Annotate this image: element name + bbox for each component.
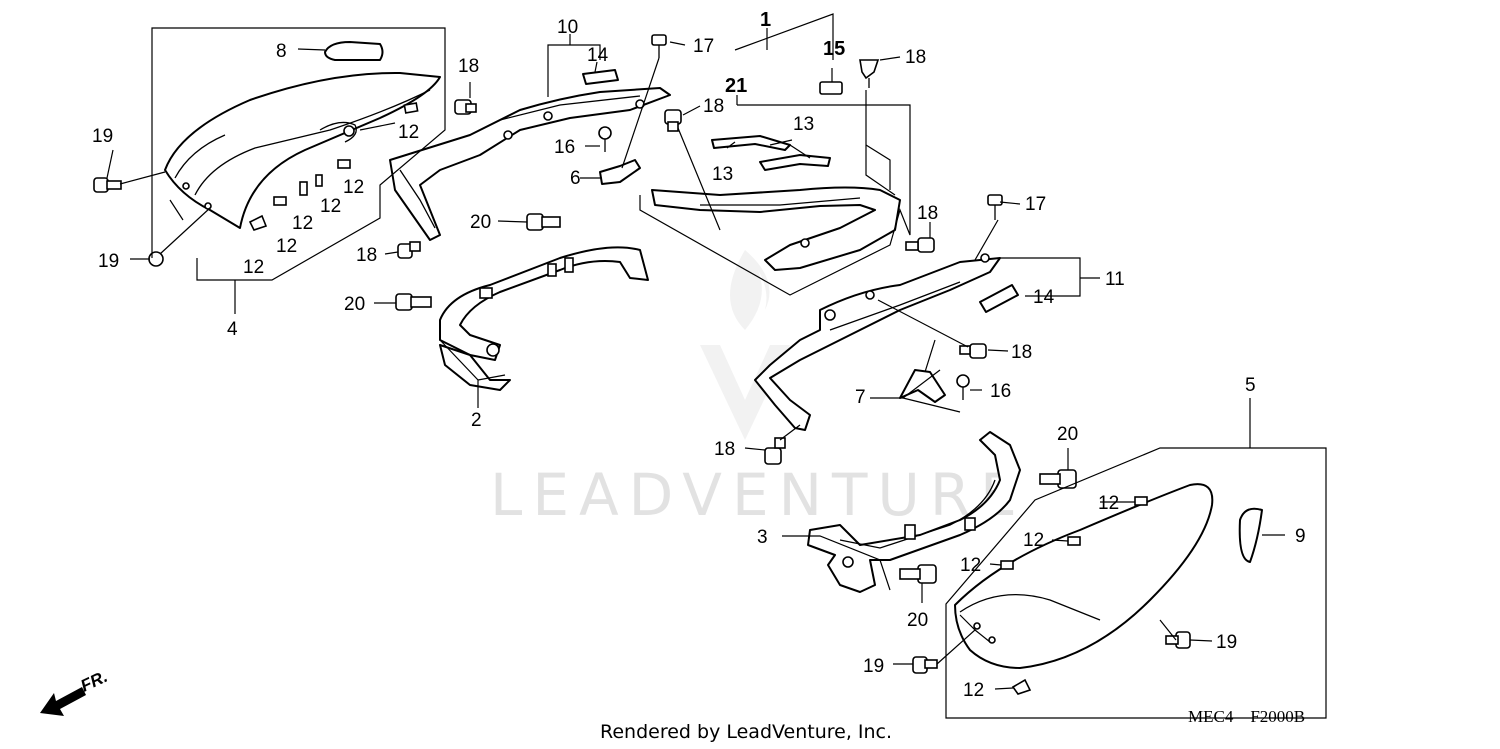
front-arrow-icon	[40, 687, 86, 716]
callout-labels: 8 18 12 19 12 12 12 12 12 19 4 10 14 17 …	[92, 9, 1306, 701]
bolt-19-a	[93, 177, 122, 193]
callout-19-b: 19	[98, 251, 119, 272]
callout-15: 15	[823, 38, 845, 60]
callout-8: 8	[276, 41, 287, 62]
callout-9: 9	[1295, 526, 1306, 547]
clip-18-a	[454, 99, 477, 115]
leader-lines	[106, 13, 1327, 719]
bracket-7	[899, 369, 946, 403]
callout-20-c: 20	[1057, 424, 1078, 445]
part-14-strip-right	[979, 284, 1019, 313]
callout-12-f: 12	[243, 257, 264, 278]
callout-12-a: 12	[398, 122, 419, 143]
credit-text: Rendered by LeadVenture, Inc.	[600, 721, 892, 743]
part-14-strip-top	[582, 69, 619, 85]
callout-19-c: 19	[863, 656, 884, 677]
bolt-19-c	[912, 656, 938, 674]
callout-12-e: 12	[276, 236, 297, 257]
right-seat-cowl	[954, 483, 1214, 669]
callout-7: 7	[855, 387, 866, 408]
screw-17-a	[651, 34, 667, 58]
callout-19-d: 19	[1216, 632, 1237, 653]
callout-10: 10	[557, 17, 578, 38]
bolt-20-b	[395, 293, 432, 311]
part-13-strip-b	[759, 154, 831, 171]
clip-18-d	[859, 59, 880, 88]
callout-12-c: 12	[320, 196, 341, 217]
clips-12-left	[248, 102, 419, 231]
callout-19-a: 19	[92, 126, 113, 147]
callout-16-b: 16	[990, 381, 1011, 402]
front-direction-indicator: FR.	[40, 667, 111, 716]
clip-18-e	[905, 237, 935, 253]
callout-20-b: 20	[344, 294, 365, 315]
clip-18-c	[664, 109, 682, 132]
bolt-20-a	[526, 213, 561, 231]
callout-18-a: 18	[458, 56, 479, 77]
bracket-6	[599, 159, 641, 185]
callout-5: 5	[1245, 375, 1256, 396]
callout-4: 4	[227, 319, 238, 340]
part-13-strip-a	[711, 135, 791, 151]
callout-3: 3	[757, 527, 768, 548]
callout-12-h: 12	[1023, 530, 1044, 551]
callout-2: 2	[471, 410, 482, 431]
callout-18-e: 18	[917, 203, 938, 224]
callout-18-f: 18	[1011, 342, 1032, 363]
callout-18-d: 18	[905, 47, 926, 68]
diagram-code: MEC4—F2000B	[1188, 707, 1305, 726]
callout-12-b: 12	[343, 177, 364, 198]
callout-16-a: 16	[554, 137, 575, 158]
part-21-inner	[651, 186, 901, 271]
callout-1: 1	[760, 9, 771, 31]
clip-18-f	[959, 343, 987, 359]
callout-20-d: 20	[907, 610, 928, 631]
bolt-20-c	[1039, 469, 1077, 489]
callout-14-b: 14	[1033, 287, 1055, 308]
clip-18-b	[397, 241, 421, 259]
callout-12-i: 12	[960, 555, 981, 576]
callout-21: 21	[725, 75, 747, 97]
clip-18-g	[764, 437, 786, 465]
callout-17-a: 17	[693, 36, 714, 57]
clips-12-right	[1000, 496, 1148, 695]
right-rail-11	[754, 253, 1001, 431]
part-15-pad	[819, 81, 843, 95]
bolt-19-b	[148, 251, 164, 267]
callout-11: 11	[1105, 269, 1125, 290]
callout-13-a: 13	[793, 114, 814, 135]
bolt-19-d	[1165, 631, 1191, 649]
watermark-text: LEADVENTURE	[490, 461, 1027, 529]
left-rail-10	[389, 87, 671, 241]
screw-16-b	[956, 374, 970, 400]
screw-16-a	[598, 126, 612, 152]
bolt-20-d	[899, 564, 937, 584]
callout-12-d: 12	[292, 213, 313, 234]
bracket-2	[439, 246, 649, 391]
left-seat-cowl	[164, 71, 441, 229]
part-8-pad	[324, 41, 384, 61]
screw-17-b	[987, 194, 1003, 220]
callout-12-g: 12	[1098, 493, 1119, 514]
callout-18-b: 18	[356, 245, 377, 266]
callout-20-a: 20	[470, 212, 491, 233]
callout-17-b: 17	[1025, 194, 1046, 215]
callout-14-a: 14	[587, 45, 609, 66]
watermark-logo	[700, 250, 790, 440]
callout-18-g: 18	[714, 439, 735, 460]
callout-18-c: 18	[703, 96, 724, 117]
callout-12-j: 12	[963, 680, 984, 701]
part-9-pad	[1238, 507, 1263, 563]
callout-13-b: 13	[712, 164, 733, 185]
callout-6: 6	[570, 168, 581, 189]
